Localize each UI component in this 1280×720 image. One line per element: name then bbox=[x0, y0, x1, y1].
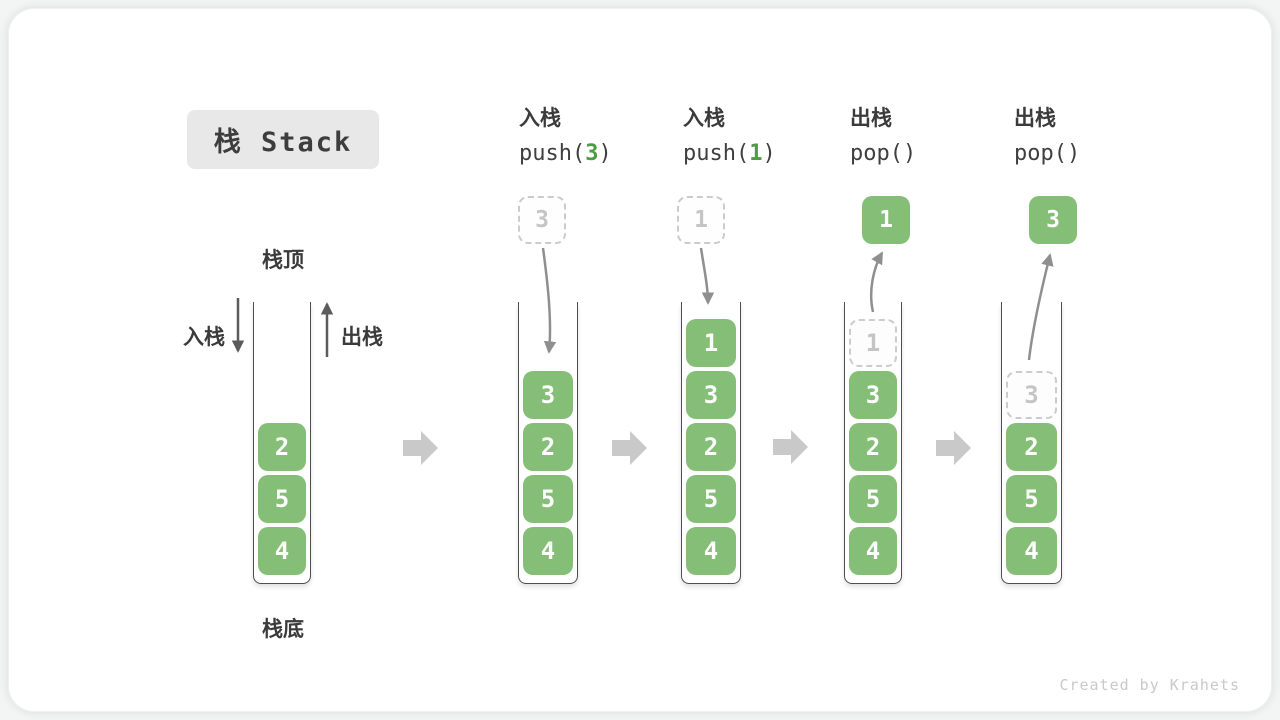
op-cn-label: 入栈 bbox=[683, 107, 725, 130]
code-pre: pop( bbox=[850, 141, 903, 166]
op-cn-label: 出栈 bbox=[850, 107, 892, 130]
code-arg: 3 bbox=[585, 141, 599, 166]
stack-cell: 5 bbox=[849, 475, 897, 523]
code-pre: push( bbox=[519, 141, 586, 166]
stack-cell: 5 bbox=[258, 475, 306, 523]
stack-after-push-1: 1 3 2 5 4 bbox=[681, 302, 741, 584]
stack-after-push-3: 3 2 5 4 bbox=[518, 302, 578, 584]
step-arrow-icon bbox=[936, 431, 971, 465]
header-pop-1: 出栈 pop() bbox=[850, 106, 916, 167]
stack-cell: 4 bbox=[849, 527, 897, 575]
stack-cell: 3 bbox=[686, 371, 736, 419]
stack-cell: 3 bbox=[849, 371, 897, 419]
header-push-3: 入栈 push(3) bbox=[519, 106, 612, 167]
stack-initial: 2 5 4 bbox=[253, 302, 311, 584]
stack-cell: 2 bbox=[1006, 423, 1057, 471]
header-push-1: 入栈 push(1) bbox=[683, 106, 776, 167]
pushed-value-box: 3 bbox=[518, 196, 566, 244]
stack-cell: 4 bbox=[686, 527, 736, 575]
pushed-value-box: 1 bbox=[677, 196, 725, 244]
op-cn-label: 出栈 bbox=[1014, 107, 1056, 130]
pop-side-label: 出栈 bbox=[341, 326, 383, 349]
title-badge: 栈 Stack bbox=[187, 110, 379, 169]
stack-cell-removed: 3 bbox=[1006, 371, 1057, 419]
op-code-label: push(1) bbox=[683, 141, 776, 167]
stack-cell: 5 bbox=[1006, 475, 1057, 523]
code-post: ) bbox=[598, 141, 612, 166]
code-post: ) bbox=[902, 141, 917, 166]
stack-cell: 5 bbox=[523, 475, 573, 523]
step-arrow-icon bbox=[773, 430, 808, 464]
stack-cell: 4 bbox=[523, 527, 573, 575]
stack-cell: 1 bbox=[686, 319, 736, 367]
op-code-label: pop() bbox=[850, 141, 916, 167]
code-pre: push( bbox=[683, 141, 750, 166]
stack-cell: 2 bbox=[523, 423, 573, 471]
step-arrow-icon bbox=[612, 431, 647, 465]
stack-cell: 2 bbox=[686, 423, 736, 471]
stack-bottom-label: 栈底 bbox=[262, 618, 304, 641]
stack-cell: 2 bbox=[849, 423, 897, 471]
code-pre: pop( bbox=[1014, 141, 1067, 166]
stack-after-pop-1: 1 3 2 5 4 bbox=[844, 302, 902, 584]
code-post: ) bbox=[1066, 141, 1081, 166]
stack-cell: 4 bbox=[258, 527, 306, 575]
push-side-label: 入栈 bbox=[183, 326, 225, 349]
popped-value-box: 3 bbox=[1029, 196, 1077, 244]
stack-cell-removed: 1 bbox=[849, 319, 897, 367]
code-arg: 1 bbox=[749, 141, 763, 166]
popped-value-box: 1 bbox=[862, 196, 910, 244]
credit-text: Created by Krahets bbox=[1059, 676, 1240, 694]
stack-cell: 3 bbox=[523, 371, 573, 419]
stack-cell: 4 bbox=[1006, 527, 1057, 575]
op-code-label: push(3) bbox=[519, 141, 612, 167]
code-post: ) bbox=[762, 141, 776, 166]
step-arrow-icon bbox=[403, 431, 438, 465]
stack-top-label: 栈顶 bbox=[262, 249, 304, 272]
op-code-label: pop() bbox=[1014, 141, 1080, 167]
stack-cell: 2 bbox=[258, 423, 306, 471]
op-cn-label: 入栈 bbox=[519, 107, 561, 130]
header-pop-3: 出栈 pop() bbox=[1014, 106, 1080, 167]
stack-cell: 5 bbox=[686, 475, 736, 523]
stack-after-pop-3: 3 2 5 4 bbox=[1001, 302, 1062, 584]
